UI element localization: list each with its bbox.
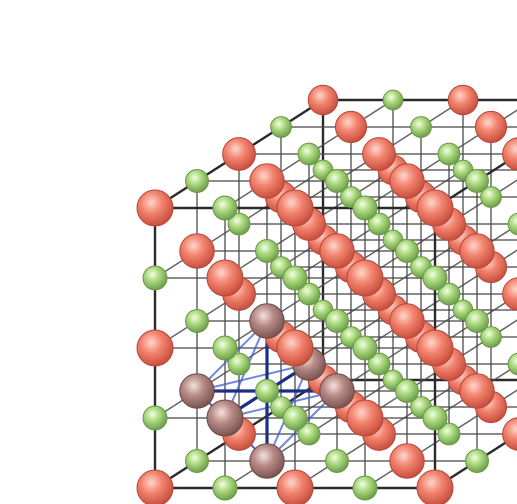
large-atom bbox=[222, 137, 256, 171]
small-atom bbox=[282, 265, 308, 291]
small-atom bbox=[255, 239, 279, 263]
large-atom bbox=[136, 469, 174, 504]
large-atom bbox=[416, 329, 454, 367]
large-atom bbox=[346, 259, 384, 297]
lattice-line bbox=[434, 294, 517, 349]
small-atom bbox=[367, 212, 391, 236]
large-atom bbox=[362, 137, 396, 171]
large-atom bbox=[459, 233, 495, 269]
small-atom bbox=[507, 212, 517, 236]
large-atom bbox=[249, 163, 285, 199]
small-atom bbox=[185, 309, 209, 333]
small-atom bbox=[212, 195, 238, 221]
large-atom bbox=[416, 189, 454, 227]
large-atom bbox=[276, 329, 314, 367]
large-atom bbox=[389, 163, 425, 199]
small-atom bbox=[395, 239, 419, 263]
large-atom bbox=[502, 137, 517, 171]
octahedral-atom bbox=[249, 443, 285, 479]
small-atom bbox=[422, 405, 448, 431]
large-atom bbox=[276, 189, 314, 227]
small-atom bbox=[297, 282, 321, 306]
large-atom bbox=[136, 189, 174, 227]
small-atom bbox=[297, 142, 321, 166]
small-atom bbox=[212, 335, 238, 361]
large-atom bbox=[276, 469, 314, 504]
small-atom bbox=[352, 195, 378, 221]
octahedral-atom bbox=[179, 373, 215, 409]
small-atom bbox=[352, 335, 378, 361]
small-atom bbox=[325, 169, 349, 193]
lattice-line bbox=[433, 433, 517, 490]
small-atom bbox=[465, 449, 489, 473]
small-atom bbox=[395, 379, 419, 403]
large-atom bbox=[346, 399, 384, 437]
small-atom bbox=[480, 326, 502, 348]
small-atom bbox=[325, 449, 349, 473]
small-atom bbox=[297, 422, 321, 446]
large-atom bbox=[334, 110, 368, 144]
octahedral-atom bbox=[249, 303, 285, 339]
small-atom bbox=[185, 169, 209, 193]
large-atom bbox=[459, 373, 495, 409]
large-atom bbox=[474, 110, 508, 144]
small-atom bbox=[507, 352, 517, 376]
large-atom bbox=[389, 443, 425, 479]
small-atom bbox=[227, 352, 251, 376]
small-atom bbox=[480, 186, 502, 208]
lattice-line bbox=[433, 153, 517, 210]
octahedral-atom bbox=[206, 399, 244, 437]
large-atom bbox=[389, 303, 425, 339]
small-atom bbox=[212, 475, 238, 501]
large-atom bbox=[319, 233, 355, 269]
octahedron-edge bbox=[196, 363, 310, 392]
small-atom bbox=[382, 89, 404, 111]
large-atom bbox=[136, 329, 174, 367]
large-atom bbox=[416, 469, 454, 504]
small-atom bbox=[255, 379, 279, 403]
small-atom bbox=[142, 405, 168, 431]
small-atom bbox=[437, 282, 461, 306]
small-atom bbox=[437, 142, 461, 166]
small-atom bbox=[185, 449, 209, 473]
large-atom bbox=[502, 417, 517, 451]
large-atom bbox=[307, 84, 339, 116]
small-atom bbox=[422, 265, 448, 291]
small-atom bbox=[367, 352, 391, 376]
small-atom bbox=[437, 422, 461, 446]
small-atom bbox=[227, 212, 251, 236]
large-atom bbox=[447, 84, 479, 116]
large-atom bbox=[502, 277, 517, 311]
small-atom bbox=[410, 116, 432, 138]
octahedral-atom bbox=[319, 373, 355, 409]
small-atom bbox=[142, 265, 168, 291]
large-atom bbox=[206, 259, 244, 297]
small-atom bbox=[465, 309, 489, 333]
small-atom bbox=[282, 405, 308, 431]
small-atom bbox=[270, 116, 292, 138]
small-atom bbox=[325, 309, 349, 333]
large-atom bbox=[179, 233, 215, 269]
small-atom bbox=[465, 169, 489, 193]
small-atom bbox=[352, 475, 378, 501]
